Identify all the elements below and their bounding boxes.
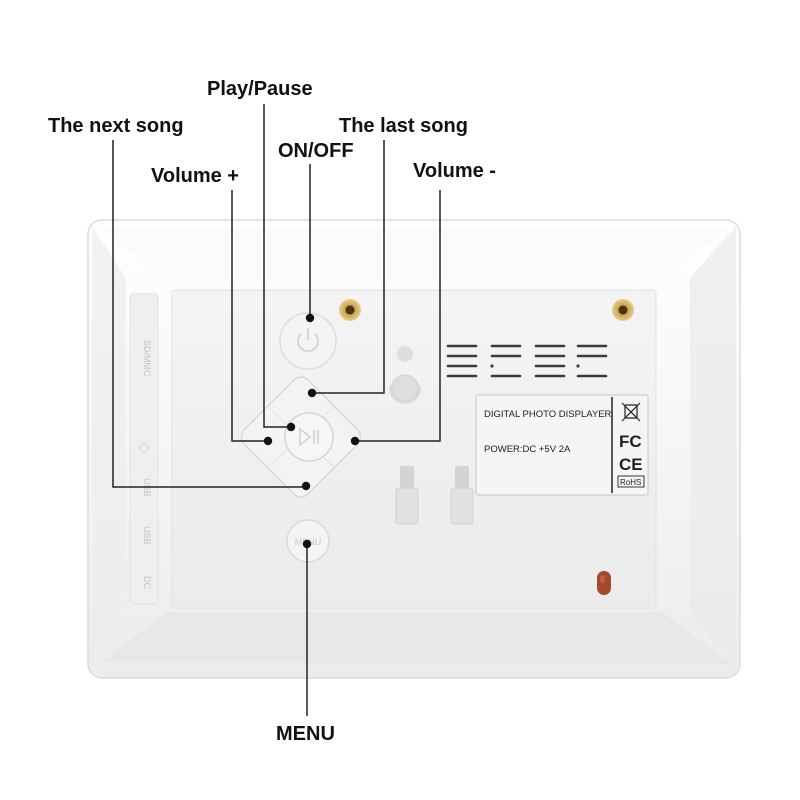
rohs-mark: RoHS <box>620 478 641 487</box>
dot-volume-down <box>350 436 360 446</box>
leader-play-pause <box>263 104 290 428</box>
callout-volume-up: Volume + <box>151 165 239 187</box>
play-pause-button[interactable] <box>284 412 334 462</box>
status-indicator <box>597 571 611 595</box>
dot-volume-up <box>263 436 273 446</box>
weee-bin-icon <box>621 402 641 422</box>
callout-next-song: The next song <box>48 115 184 137</box>
mounting-screw-right <box>612 299 634 321</box>
callout-volume-down: Volume - <box>413 160 496 182</box>
stand-slot-left <box>395 466 419 525</box>
leader-next-song <box>112 140 306 488</box>
label-power-spec: POWER:DC +5V 2A <box>484 444 571 455</box>
side-label-sdmmc: SD/MMC <box>142 340 152 377</box>
leader-volume-up <box>231 190 268 442</box>
callout-on-off: ON/OFF <box>278 140 354 162</box>
speaker-grille <box>446 344 608 378</box>
fc-mark-icon: FC <box>619 432 642 451</box>
keyhole-hanger <box>389 346 421 405</box>
dot-last-song <box>307 388 317 398</box>
dot-on-off <box>305 313 315 323</box>
stand-slot-right <box>450 466 474 525</box>
mounting-screw-left <box>339 299 361 321</box>
label-product-name: DIGITAL PHOTO DISPLAYER <box>484 409 612 420</box>
callout-last-song: The last song <box>339 115 468 137</box>
dot-play-pause <box>286 422 296 432</box>
label-plate: DIGITAL PHOTO DISPLAYER POWER:DC +5V 2A … <box>475 394 649 496</box>
side-label-dc: DC <box>142 576 152 589</box>
dot-menu <box>302 539 312 549</box>
side-port-strip: SD/MMC USB USB DC <box>129 293 159 605</box>
callout-play-pause: Play/Pause <box>207 78 313 100</box>
play-pause-icon <box>299 427 319 447</box>
leader-lines <box>112 104 441 716</box>
side-port-hole <box>139 443 149 453</box>
power-icon <box>297 328 319 353</box>
power-button[interactable] <box>279 312 337 370</box>
leader-last-song <box>313 140 385 394</box>
ce-mark-icon: CE <box>619 455 643 474</box>
leader-volume-down <box>356 190 441 442</box>
side-label-usb-2: USB <box>142 526 152 545</box>
callout-dots <box>263 313 360 549</box>
callout-menu: MENU <box>276 723 335 745</box>
speaker-dots <box>490 364 580 368</box>
dot-next-song <box>301 481 311 491</box>
